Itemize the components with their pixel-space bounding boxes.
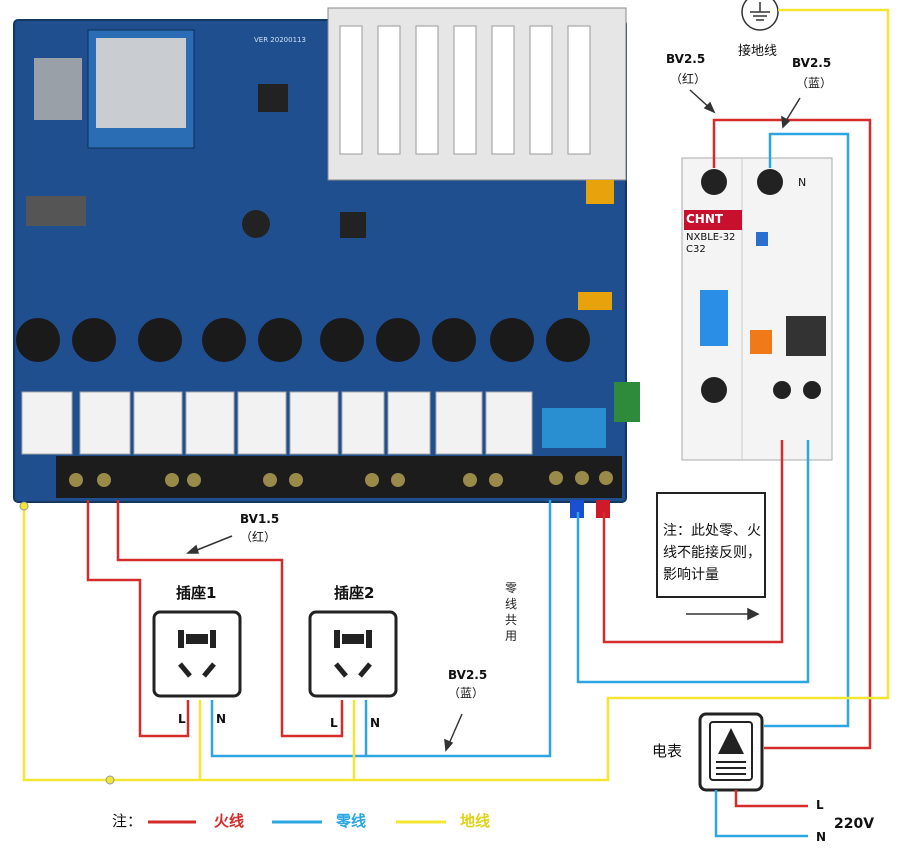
ground-wire-label: 接地线 bbox=[738, 44, 778, 59]
note-text: 注：此处零、火线不能接反则，影响计量 bbox=[663, 523, 761, 583]
mains-voltage: 220V bbox=[834, 816, 875, 832]
socket1-L: L bbox=[178, 712, 186, 726]
electric-meter bbox=[698, 712, 764, 792]
socket2-title: 插座2 bbox=[334, 584, 375, 602]
legend-ground: 地线 bbox=[460, 812, 491, 830]
breaker-brand: CHNT bbox=[686, 212, 724, 226]
socket-1 bbox=[152, 610, 242, 698]
socket1-N: N bbox=[216, 712, 227, 726]
heatsink bbox=[327, 7, 627, 181]
breaker-N: N bbox=[798, 176, 807, 189]
breaker-rating: C32 bbox=[686, 244, 706, 255]
pointer-arrows bbox=[186, 89, 801, 752]
mains-L: L bbox=[816, 798, 824, 812]
bv25-blue-label: BV2.5 bbox=[792, 56, 832, 70]
ground-wires bbox=[22, 8, 890, 782]
bv25-red-label: BV2.5 bbox=[666, 52, 706, 66]
legend-neutral: 零线 bbox=[336, 812, 367, 830]
legend-prefix: 注： bbox=[112, 812, 143, 830]
mains-N: N bbox=[816, 830, 827, 844]
socket2-L: L bbox=[330, 716, 338, 730]
relays bbox=[21, 382, 640, 455]
bv25-blue-sub: （蓝） bbox=[796, 76, 833, 90]
circuit-breaker bbox=[681, 157, 833, 461]
controller-board bbox=[13, 7, 640, 518]
bv25-blue-bottom-label: BV2.5 bbox=[448, 668, 488, 682]
ground-symbol bbox=[741, 0, 779, 31]
shared-neutral-label: 零线共用 bbox=[505, 581, 518, 643]
note-box bbox=[656, 492, 766, 598]
terminal-block bbox=[56, 456, 622, 518]
neutral-wires bbox=[210, 132, 850, 838]
bv25-red-sub: （红） bbox=[670, 72, 707, 86]
current-transformers bbox=[16, 318, 590, 362]
ground-node-board bbox=[19, 501, 29, 511]
bv15-sub: （红） bbox=[240, 530, 277, 544]
board-version: VER 20200113 bbox=[254, 36, 306, 44]
ground-node-left bbox=[105, 775, 115, 785]
socket2-N: N bbox=[370, 716, 381, 730]
live-wires bbox=[86, 118, 872, 808]
socket-2 bbox=[308, 610, 398, 698]
legend-live: 火线 bbox=[214, 812, 245, 830]
socket1-title: 插座1 bbox=[176, 584, 217, 602]
bv25-blue-bottom-sub: （蓝） bbox=[448, 686, 485, 700]
bv15-label: BV1.5 bbox=[240, 512, 280, 526]
breaker-model: NXBLE-32 bbox=[686, 232, 736, 243]
meter-label: 电表 bbox=[652, 742, 683, 760]
